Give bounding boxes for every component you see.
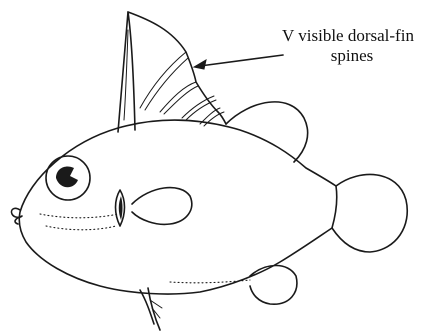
ventral-line bbox=[170, 280, 250, 283]
dorsal-fin bbox=[128, 12, 226, 126]
eye bbox=[46, 156, 90, 200]
gill-mark bbox=[119, 196, 123, 220]
annotation-line-2: spines bbox=[331, 46, 374, 65]
lateral-line-lower bbox=[46, 226, 116, 230]
dorsal-spine-first bbox=[118, 12, 135, 132]
soft-dorsal-fin bbox=[226, 102, 308, 162]
anal-fin bbox=[250, 266, 297, 305]
annotation-arrow bbox=[194, 55, 283, 69]
pectoral-fin bbox=[132, 188, 192, 225]
caudal-fin bbox=[332, 174, 407, 252]
annotation-line-1: V visible dorsal-fin bbox=[282, 26, 414, 45]
lateral-line-upper bbox=[40, 214, 118, 218]
